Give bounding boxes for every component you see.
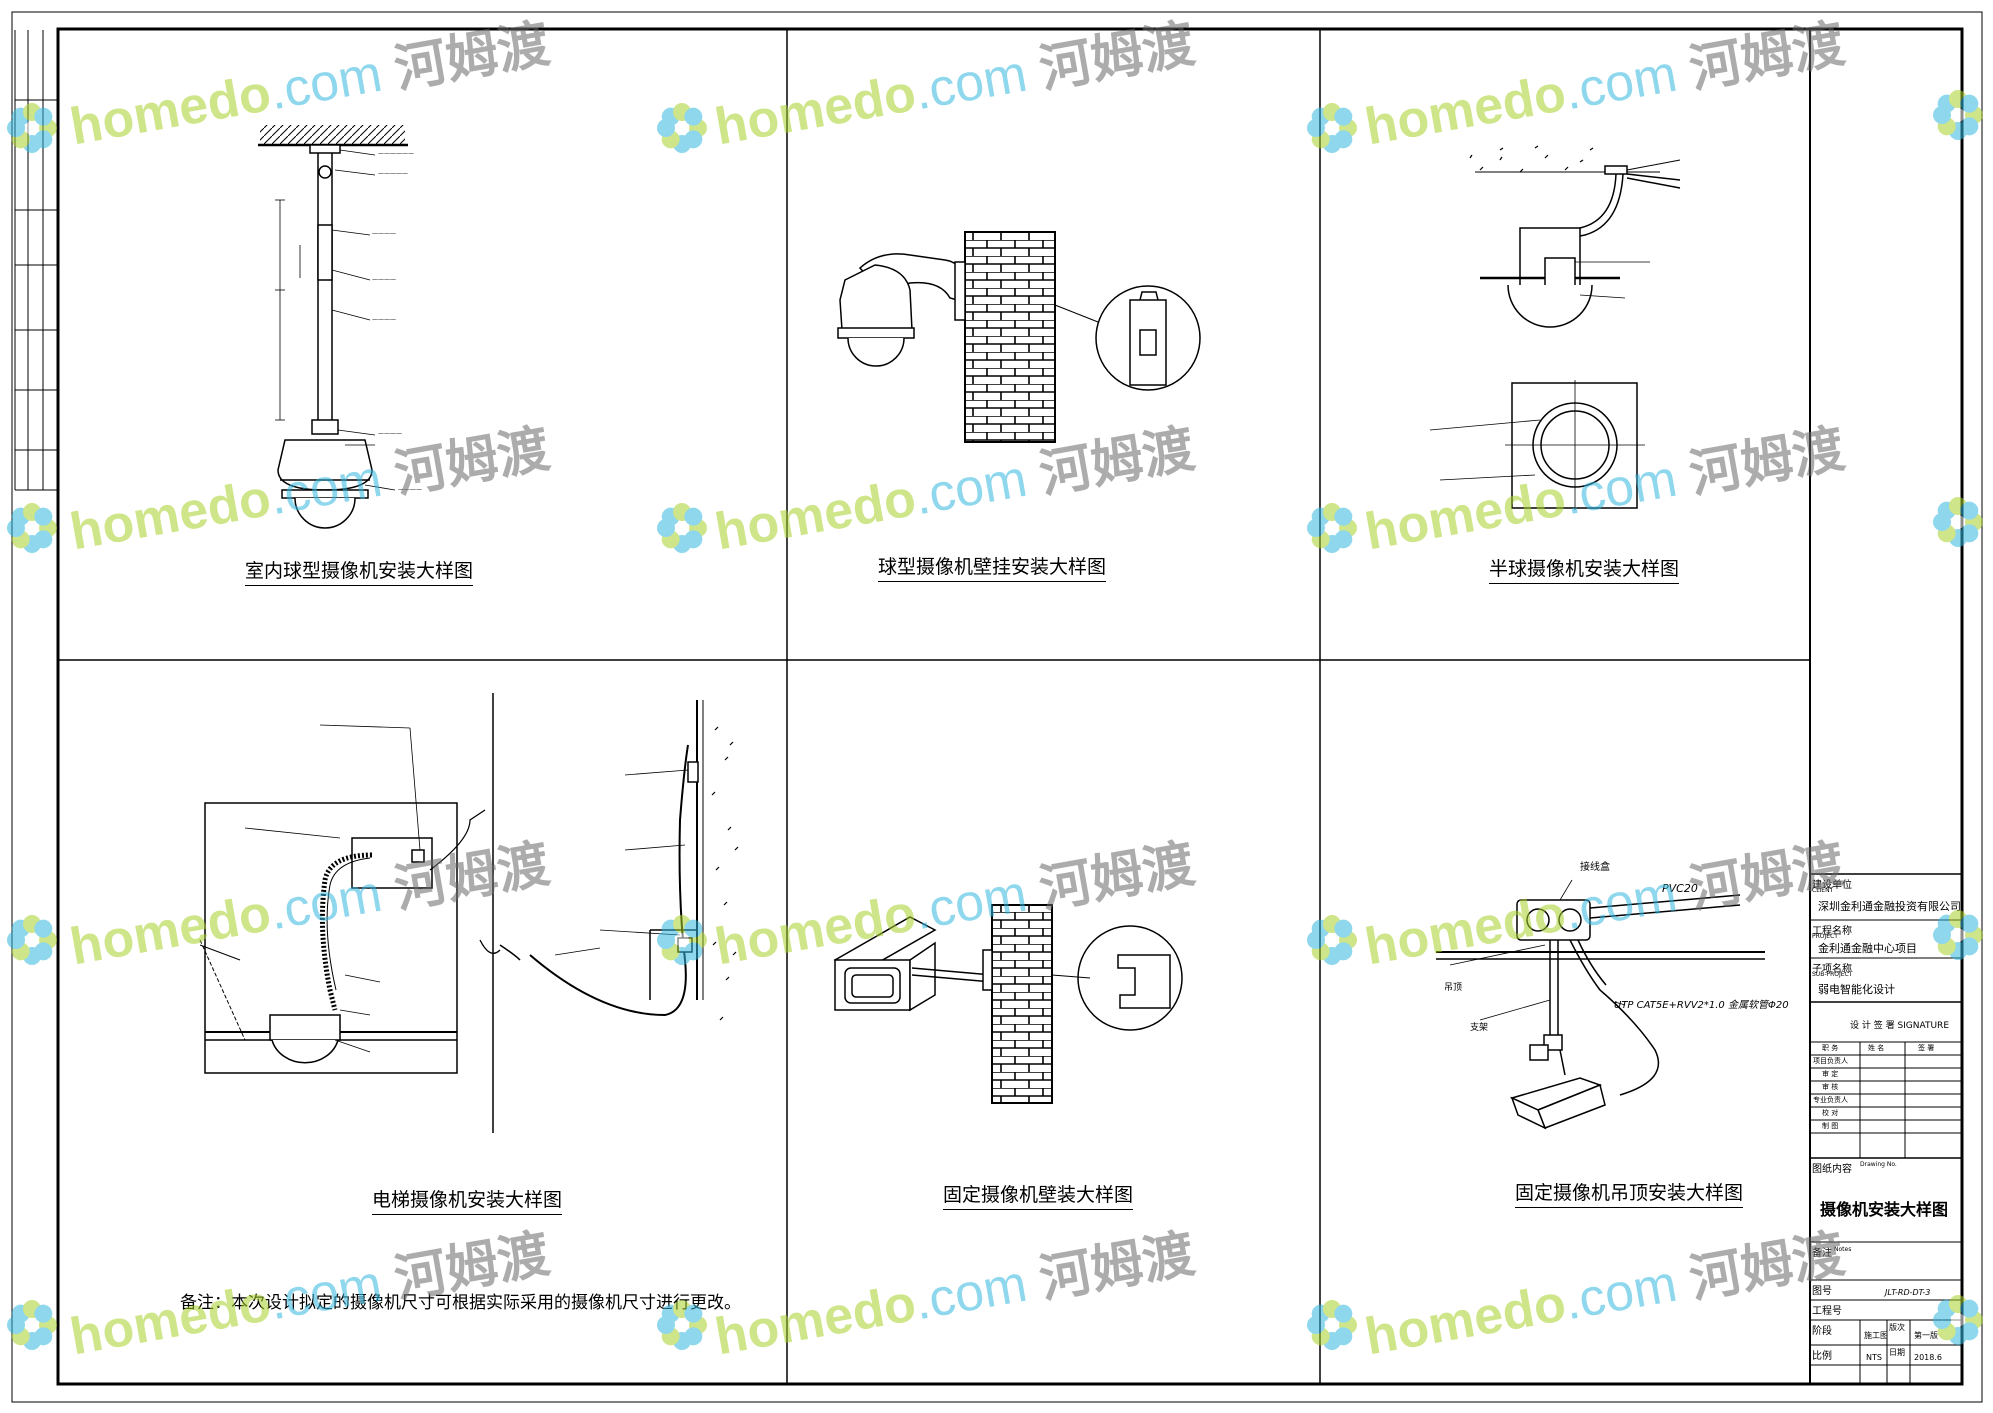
semi-dome-camera-diagram (1429, 145, 1681, 510)
project-label: 工程名称 (1812, 926, 1852, 937)
fixed-camera-wall-diagram (833, 904, 1183, 1104)
callout-text: ———— (372, 230, 396, 237)
drawing-title: 摄像机安装大样图 (1820, 1200, 1949, 1219)
subproject-label-en: SUB-PROJECT (1812, 971, 1853, 978)
project-label-en: PROJECT (1812, 933, 1838, 940)
caption-wall-dome: 球型摄像机壁挂安装大样图 (878, 552, 1107, 582)
subproject-label: 子项名称 (1812, 964, 1852, 975)
callout-text: ———— (372, 316, 396, 323)
scale: NTS (1866, 1353, 1882, 1362)
drawing-label: 图纸内容 (1812, 1164, 1852, 1175)
sig-col-duty: 职 务 (1822, 1044, 1839, 1052)
callout-text: —————— (378, 150, 414, 157)
signature-header: 设 计 签 署 SIGNATURE (1850, 1021, 1950, 1031)
label-bracket: 支架 (1470, 1023, 1489, 1033)
caption-fixed-wall: 固定摄像机壁装大样图 (943, 1180, 1134, 1210)
edition: 第一版 (1914, 1331, 1938, 1340)
sig-row: 审 核 (1822, 1083, 1839, 1091)
outer-frame (11, 11, 1983, 1403)
caption-elevator: 电梯摄像机安装大样图 (372, 1185, 563, 1215)
sig-row: 审 定 (1822, 1070, 1839, 1078)
sig-col-sign: 签 署 (1918, 1044, 1935, 1052)
scale-label: 比例 (1812, 1351, 1832, 1362)
edition-label: 版次 (1889, 1323, 1905, 1332)
drawing-label-en: Drawing No. (1860, 1161, 1897, 1168)
callout-text: ———— (378, 430, 402, 437)
caption-semi-dome: 半球摄像机安装大样图 (1489, 554, 1680, 584)
client-name: 深圳金利通金融投资有限公司 (1818, 900, 1961, 913)
sig-row: 制 图 (1822, 1122, 1839, 1130)
dwg-no: JLT-RD-DT-3 (1885, 1288, 1931, 1297)
date: 2018.6 (1914, 1353, 1942, 1362)
binding-strip (14, 30, 59, 491)
label-ceiling: 吊顶 (1444, 983, 1463, 993)
project-name: 金利通金融中心项目 (1818, 942, 1917, 955)
inner-frame (56, 27, 1964, 1386)
dwg-no-label: 图号 (1812, 1286, 1832, 1297)
design-note: 备注：本次设计拟定的摄像机尺寸可根据实际采用的摄像机尺寸进行更改。 (180, 1293, 741, 1313)
remark-label-en: Notes (1834, 1246, 1852, 1253)
callout-text: ———— (372, 276, 396, 283)
phase-label: 阶段 (1812, 1326, 1832, 1337)
callout-text: ————— (378, 170, 408, 177)
remark-label: 备注 (1812, 1248, 1832, 1259)
label-conduit: PVC20 (1662, 882, 1698, 895)
elevator-camera-diagram (199, 693, 739, 1133)
client-label: 建设单位 (1812, 880, 1852, 891)
sig-row: 校 对 (1822, 1109, 1839, 1117)
job-no-label: 工程号 (1812, 1306, 1842, 1317)
indoor-dome-camera-diagram (258, 125, 408, 529)
subproject-name: 弱电智能化设计 (1818, 983, 1895, 996)
caption-fixed-ceiling: 固定摄像机吊顶安装大样图 (1515, 1178, 1744, 1208)
sig-row: 项目负责人 (1813, 1057, 1848, 1065)
sig-col-name: 姓 名 (1868, 1044, 1885, 1052)
phase: 施工图 (1864, 1331, 1888, 1340)
date-label: 日期 (1889, 1348, 1905, 1357)
title-block-grid (1810, 873, 1962, 1384)
label-junction-box: 接线盒 (1580, 862, 1610, 873)
fixed-camera-ceiling-diagram (1436, 879, 1765, 1130)
caption-indoor-dome: 室内球型摄像机安装大样图 (245, 556, 474, 586)
wall-dome-camera-diagram (837, 231, 1201, 443)
label-cable: UTP CAT5E+RVV2*1.0 金属软管Φ20 (1614, 1000, 1789, 1011)
client-label-en: CLIENT (1812, 887, 1834, 894)
sig-row: 专业负责人 (1813, 1096, 1848, 1104)
callout-text: ———— (398, 486, 422, 493)
